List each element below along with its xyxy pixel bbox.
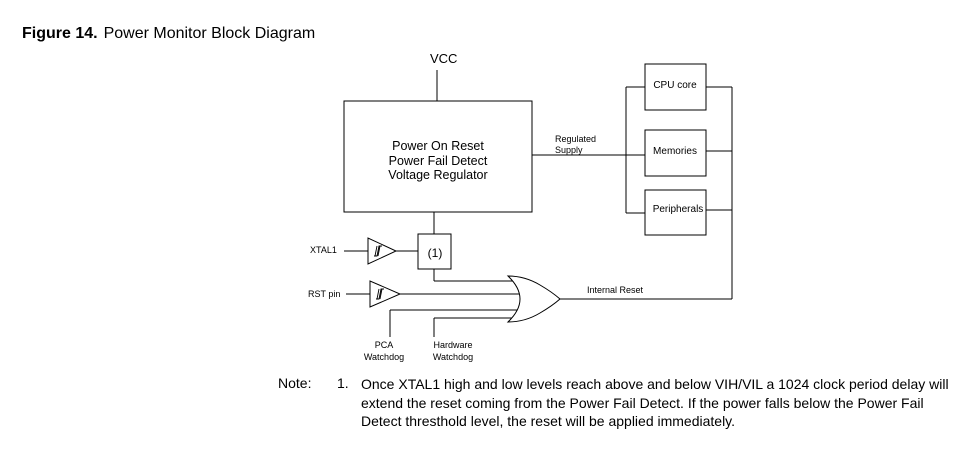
or-gate [506, 275, 561, 323]
cpu-core-block [644, 63, 707, 111]
power-monitor-block [343, 100, 533, 213]
memories-label: Memories [653, 146, 697, 157]
xtal1-schmitt-buffer [367, 237, 398, 265]
internal-reset-label: Internal Reset [587, 285, 644, 295]
figure-label: Figure 14. [22, 25, 98, 42]
figure-caption: Power Monitor Block Diagram [103, 25, 316, 42]
hardware-watchdog-label-1: Hardware [433, 340, 472, 350]
vcc-label: VCC [430, 51, 457, 66]
peripherals-block [644, 189, 707, 236]
regulated-supply-label-1: Regulated [555, 134, 596, 144]
main-block-line-1: Power On Reset [392, 139, 484, 153]
delay-block-label: (1) [428, 246, 443, 260]
rst-pin-label: RST pin [308, 289, 340, 299]
main-block-line-3: Voltage Regulator [388, 168, 487, 182]
note-label: Note: [278, 375, 312, 391]
xtal1-label: XTAL1 [310, 245, 337, 255]
pca-watchdog-label-2: Watchdog [364, 352, 404, 362]
regulated-supply-label-2: Supply [555, 145, 583, 155]
peripherals-label: Peripherals [653, 204, 704, 215]
figure-title: Figure 14. Power Monitor Block Diagram [22, 25, 315, 43]
delay-block [417, 233, 452, 270]
note-number: 1. [337, 375, 349, 391]
rst-schmitt-buffer [369, 280, 402, 308]
note-text: Once XTAL1 high and low levels reach abo… [361, 376, 949, 429]
memories-block [644, 129, 707, 177]
block-diagram: VCC Power On Reset Power Fail Detect Vol… [308, 51, 733, 362]
hardware-watchdog-label-2: Watchdog [433, 352, 473, 362]
cpu-core-label: CPU core [653, 80, 697, 91]
pca-watchdog-label-1: PCA [375, 340, 394, 350]
main-block-line-2: Power Fail Detect [389, 154, 488, 168]
